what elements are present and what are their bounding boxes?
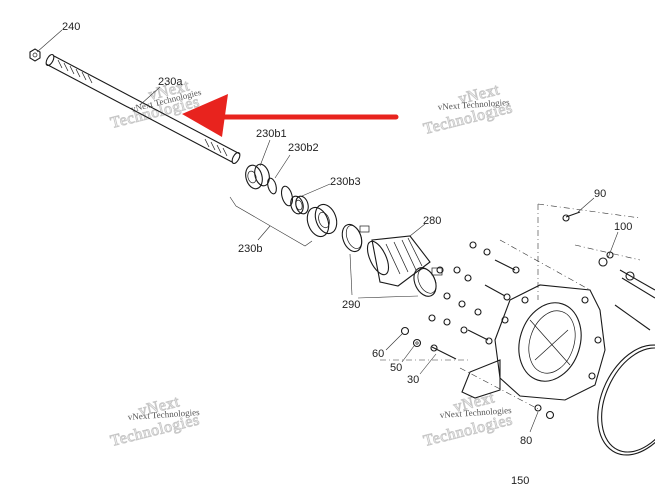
assembly-line-3 [499, 239, 591, 291]
part-gasket-ring [597, 344, 655, 456]
bracket-230b [229, 196, 313, 247]
leader-100 [607, 231, 619, 259]
watermark-top-right: vNext Technologies vNext Technologies [421, 81, 514, 138]
leader-30 [419, 353, 437, 375]
callout-60: 60 [372, 348, 384, 360]
watermark-bottom-left: vNext Technologies vNext Technologies [108, 393, 201, 450]
part-230a-drive-shaft [45, 53, 241, 165]
part-230b-housing [306, 203, 338, 238]
part-80-nut-washer [534, 404, 555, 420]
callout-230b2: 230b2 [288, 142, 319, 154]
callout-50: 50 [390, 362, 402, 374]
part-280-bellows [366, 235, 431, 287]
part-90-bolt [562, 211, 581, 222]
callout-90: 90 [594, 188, 606, 200]
part-50-washer [412, 338, 422, 348]
part-230b2-circlip [267, 177, 294, 207]
leader-50 [401, 345, 415, 363]
part-100-bolts [598, 251, 614, 267]
part-230b1-seal [245, 163, 270, 190]
leader-230a [139, 86, 161, 106]
part-290-clamp-right [413, 267, 443, 297]
assembly-line-1 [537, 203, 641, 219]
leader-80 [529, 411, 539, 433]
callout-240: 240 [62, 21, 80, 33]
callout-150: 150 [511, 475, 529, 484]
part-right-linkage [614, 269, 655, 331]
leader-230b [257, 225, 271, 241]
leader-230b2 [274, 154, 291, 179]
callout-230b1: 230b1 [256, 128, 287, 140]
part-60-nut [400, 326, 410, 336]
part-240-nut [29, 48, 41, 62]
part-230b3-bearing [290, 195, 309, 215]
leader-290-right [357, 295, 419, 299]
part-30-stud [430, 344, 457, 360]
callout-290: 290 [342, 299, 360, 311]
callout-230b: 230b [238, 243, 262, 255]
callout-230a: 230a [158, 76, 183, 88]
part-main-housing [461, 284, 606, 401]
callout-230b3: 230b3 [330, 176, 361, 188]
callout-280: 280 [423, 215, 441, 227]
leader-240 [36, 29, 63, 53]
fasteners-cluster [428, 241, 520, 345]
leader-90 [577, 197, 595, 213]
assembly-line-5 [459, 367, 541, 411]
leader-230b3 [301, 183, 331, 197]
leader-230b1 [259, 139, 271, 167]
leader-60 [385, 333, 403, 351]
callout-30: 30 [407, 374, 419, 386]
part-290-clamp-left [341, 223, 370, 253]
red-pointer-arrow [182, 94, 399, 137]
callout-80: 80 [520, 435, 532, 447]
watermark-bottom-right: vNext Technologies vNext Technologies [421, 389, 514, 450]
leader-280 [409, 223, 426, 237]
callout-100: 100 [614, 221, 632, 233]
leader-290-left [349, 253, 353, 296]
assembly-line-6 [574, 244, 641, 261]
